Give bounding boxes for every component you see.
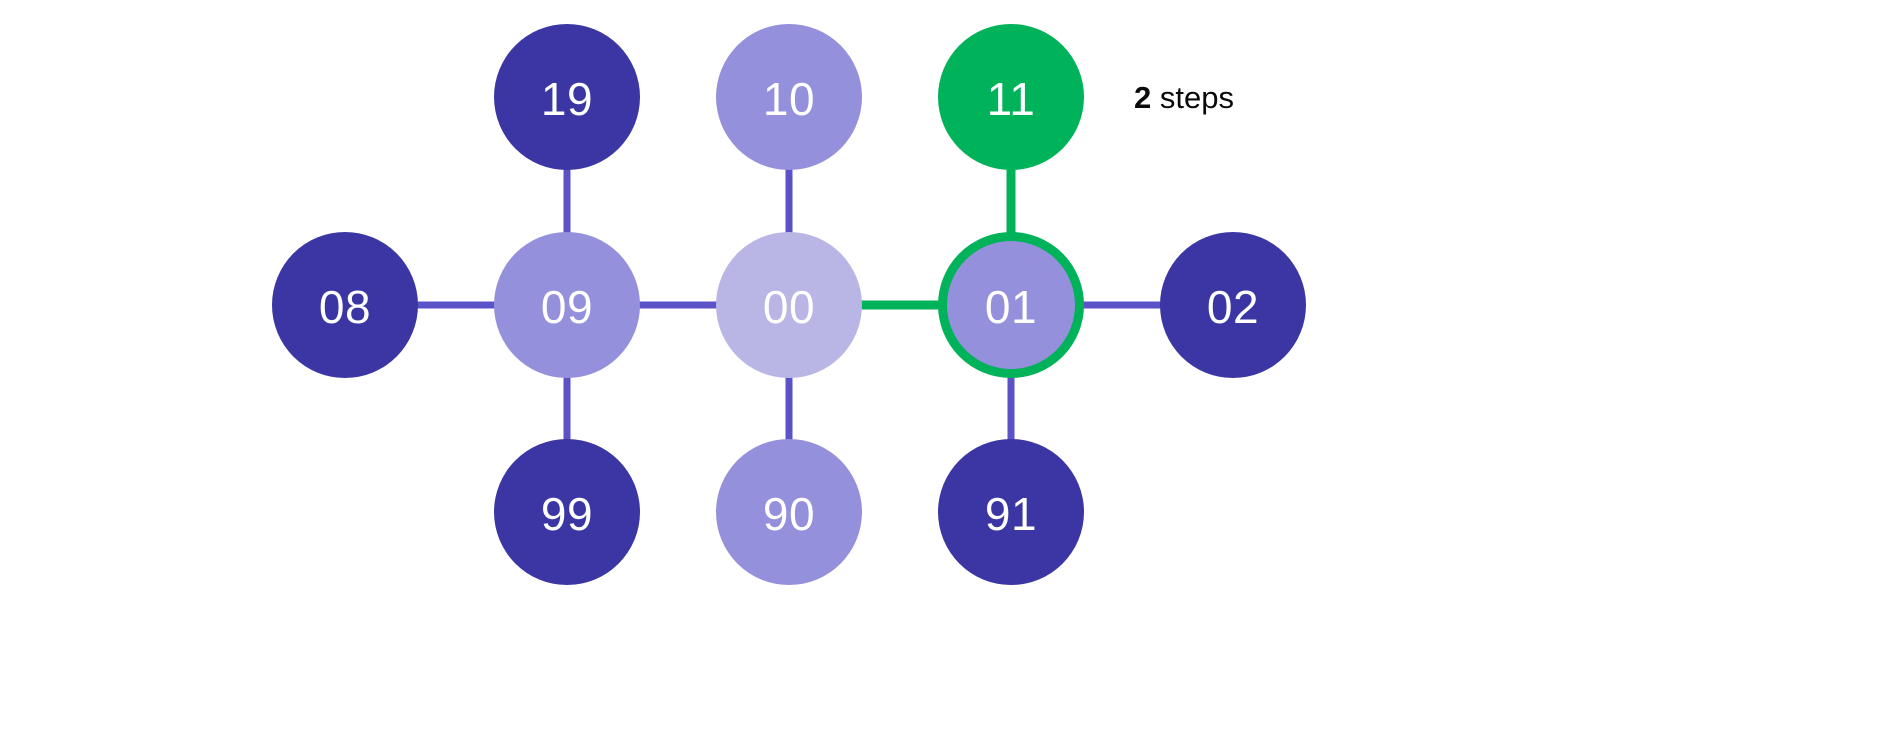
node-circle-91[interactable]: [938, 439, 1084, 585]
steps-label: steps: [1159, 80, 1234, 115]
node-circle-02[interactable]: [1160, 232, 1306, 378]
graph-node-01[interactable]: 01: [938, 232, 1084, 378]
node-circle-99[interactable]: [494, 439, 640, 585]
graph-node-91[interactable]: 91: [938, 439, 1084, 585]
node-label-19: 19: [541, 73, 593, 125]
graph-node-11[interactable]: 11: [938, 24, 1084, 170]
node-circle-08[interactable]: [272, 232, 418, 378]
node-circle-09[interactable]: [494, 232, 640, 378]
node-circle-19[interactable]: [494, 24, 640, 170]
node-label-01: 01: [985, 281, 1037, 333]
node-label-99: 99: [541, 488, 593, 540]
graph-node-02[interactable]: 02: [1160, 232, 1306, 378]
node-label-09: 09: [541, 281, 593, 333]
graph-node-09[interactable]: 09: [494, 232, 640, 378]
steps-badge: 2 steps: [1134, 82, 1234, 113]
node-label-10: 10: [763, 73, 815, 125]
node-label-11: 11: [987, 73, 1036, 125]
node-circle-00[interactable]: [716, 232, 862, 378]
node-label-00: 00: [763, 281, 815, 333]
node-layer: 19 10 11 08 09 00 01 02 99 90 91: [272, 24, 1306, 585]
node-circle-10[interactable]: [716, 24, 862, 170]
steps-count: 2: [1134, 80, 1152, 115]
node-label-02: 02: [1207, 281, 1259, 333]
graph-node-99[interactable]: 99: [494, 439, 640, 585]
graph-node-00[interactable]: 00: [716, 232, 862, 378]
node-label-91: 91: [985, 488, 1037, 540]
graph-node-08[interactable]: 08: [272, 232, 418, 378]
node-circle-90[interactable]: [716, 439, 862, 585]
graph-node-10[interactable]: 10: [716, 24, 862, 170]
node-label-90: 90: [763, 488, 815, 540]
node-label-08: 08: [319, 281, 371, 333]
node-circle-01[interactable]: [938, 232, 1084, 378]
node-circle-11[interactable]: [938, 24, 1084, 170]
graph-node-19[interactable]: 19: [494, 24, 640, 170]
graph-node-90[interactable]: 90: [716, 439, 862, 585]
